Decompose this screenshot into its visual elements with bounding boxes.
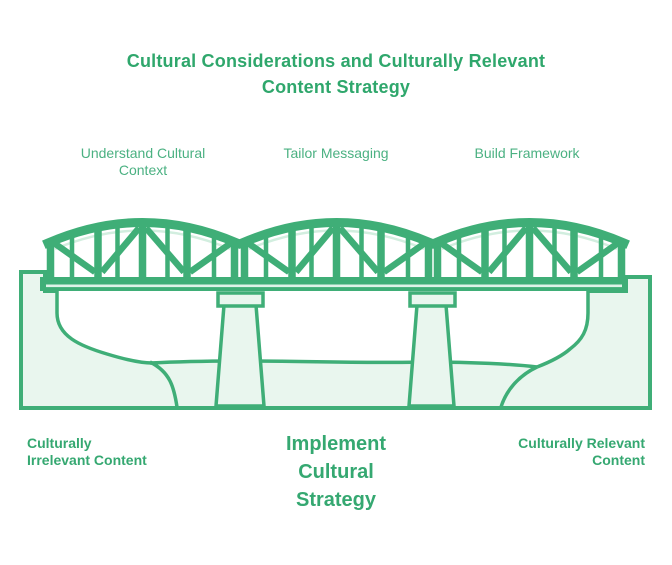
step-3-line-1: Build Framework <box>474 145 580 161</box>
outcome-left-line-1: Culturally <box>27 435 92 451</box>
outcome-center-line-1: Implement <box>285 433 387 455</box>
step-label-build-framework: Build Framework <box>427 145 627 162</box>
outcome-center-line-3: Strategy <box>295 489 377 511</box>
outcome-left-line-2: Irrelevant Content <box>27 452 147 468</box>
step-2-line-1: Tailor Messaging <box>283 145 389 161</box>
outcome-label-implement-cultural-strategy: Implement Cultural Strategy <box>216 430 456 514</box>
valley-cutout <box>57 291 588 367</box>
truss-span-3 <box>435 223 624 279</box>
step-label-tailor-messaging: Tailor Messaging <box>236 145 436 162</box>
page-title-line-2: Content Strategy <box>261 77 411 97</box>
outcome-right-line-1: Culturally Relevant <box>518 435 645 451</box>
page-title-line-1: Cultural Considerations and Culturally R… <box>126 51 546 71</box>
step-1-line-2: Context <box>118 162 168 178</box>
outcome-label-relevant-content: Culturally Relevant Content <box>455 435 645 469</box>
left-bank-slope <box>149 360 179 408</box>
left-bank-edge <box>55 291 153 365</box>
page-title: Cultural Considerations and Culturally R… <box>0 48 672 100</box>
step-label-understand-cultural-context: Understand Cultural Context <box>43 145 243 179</box>
step-1-line-1: Understand Cultural <box>80 145 206 161</box>
right-bank-edge <box>536 291 590 369</box>
truss-span-2 <box>242 223 431 279</box>
bridge-pier-right <box>407 291 457 408</box>
right-bank-slope <box>499 365 538 408</box>
bridge-pier-left <box>214 291 266 408</box>
outcome-right-line-2: Content <box>592 452 645 468</box>
outcome-label-irrelevant-content: Culturally Irrelevant Content <box>27 435 207 469</box>
truss-span-1 <box>48 223 237 279</box>
bridge-deck <box>40 277 628 291</box>
outcome-center-line-2: Cultural <box>298 461 374 483</box>
